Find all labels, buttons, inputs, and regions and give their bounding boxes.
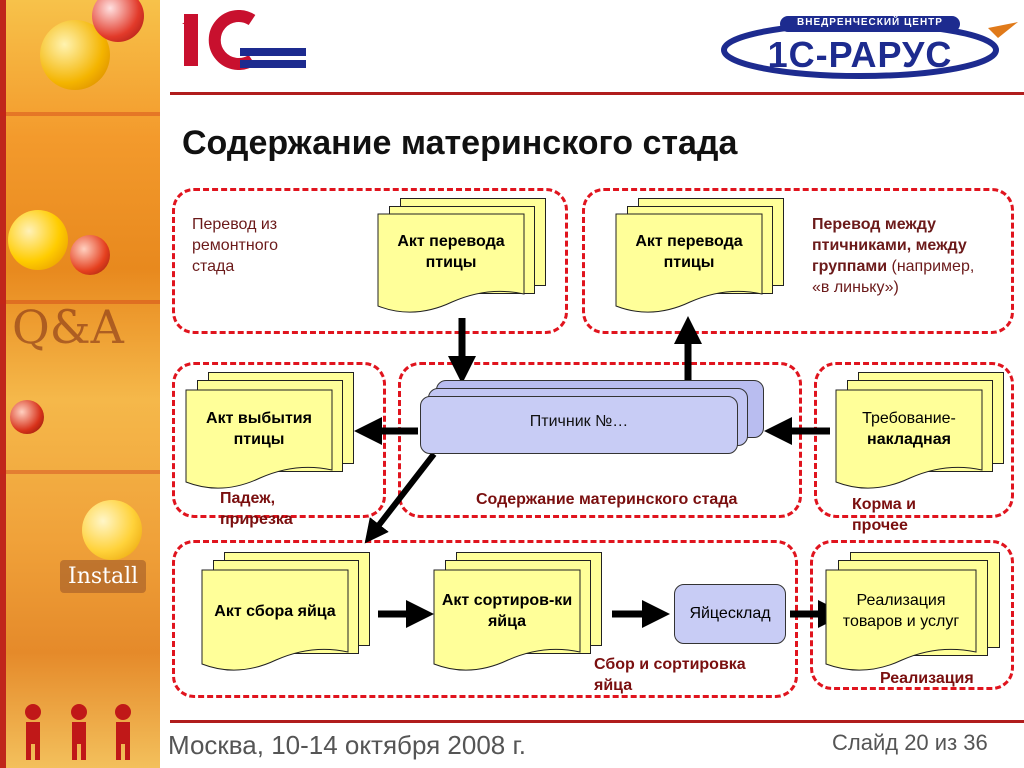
egg-warehouse-label: Яйцесклад — [689, 605, 771, 622]
slide-title: Содержание материнского стада — [182, 124, 738, 162]
group-top-right — [582, 188, 1014, 334]
doc-requisition: Требование- накладная — [835, 372, 1008, 492]
footer-slide-number: Слайд 20 из 36 — [832, 730, 988, 755]
doc-egg-sort-label: Акт сортиров-ки яйца — [441, 592, 573, 630]
doc-requisition-line1: Требование- — [862, 410, 956, 428]
1c-rarus-logo: ВНЕДРЕНЧЕСКИЙ ЦЕНТР 1С-РАРУС — [720, 8, 1020, 80]
doc-egg-collect: Акт сбора яйца — [201, 552, 378, 676]
footer-divider — [170, 720, 1024, 723]
caption-sales: Реализация — [880, 670, 974, 687]
doc-disposal-label: Акт выбытия птицы — [206, 410, 312, 448]
caption-mortality: Падеж, прирезка — [220, 490, 293, 529]
doc-transfer-top-right: Акт перевода птицы — [615, 198, 786, 318]
caption-feed-other: Корма и прочее — [852, 496, 916, 535]
group-mid-center — [398, 362, 802, 518]
caption-transfer-between-bold: Перевод между птичниками, между группами — [812, 216, 967, 276]
caption-herd-maintenance: Содержание материнского стада — [476, 491, 738, 508]
doc-transfer-top-left: Акт перевода птицы — [377, 198, 548, 318]
footer-location-date: Москва, 10-14 октября 2008 г. — [168, 730, 527, 760]
1c-logo-text: 1С — [180, 10, 181, 11]
group-mid-right — [814, 362, 1014, 518]
doc-egg-sort: Акт сортиров-ки яйца — [433, 552, 610, 676]
rarus-tagline: ВНЕДРЕНЧЕСКИЙ ЦЕНТР — [797, 17, 943, 28]
doc-sales-label: Реализация товаров и услуг — [842, 592, 960, 630]
doc-transfer-top-left-label: Акт перевода птицы — [397, 233, 505, 271]
caption-transfer-between: Перевод между птичниками, между группами… — [812, 214, 988, 298]
doc-requisition-label: Требование- накладная — [836, 390, 982, 470]
group-top-left — [172, 188, 568, 334]
rarus-brand: 1С-РАРУС — [767, 34, 953, 75]
hub-poultry-house-label: Птичник №… — [529, 413, 629, 430]
group-bottom-center — [172, 540, 798, 698]
1c-logo: 1С — [180, 10, 310, 70]
caption-transfer-from-repair: Перевод из ремонтного стада — [192, 216, 278, 276]
header-divider — [170, 92, 1024, 95]
decorative-side-strip: Q&A Install — [0, 0, 160, 768]
doc-egg-collect-label: Акт сбора яйца — [214, 602, 336, 620]
group-mid-left — [172, 362, 386, 518]
doc-sales: Реализация товаров и услуг — [825, 552, 1002, 676]
arrow-hub-to-bottom — [364, 452, 437, 544]
doc-disposal: Акт выбытия птицы — [185, 372, 358, 492]
caption-transfer-between-normal: (например, «в линьку») — [812, 258, 975, 297]
doc-transfer-top-right-label: Акт перевода птицы — [635, 233, 743, 271]
caption-egg-collect-sort: Сбор и сортировка яйца — [594, 656, 746, 695]
hub-poultry-house: Птичник №… — [420, 396, 738, 454]
doc-requisition-line2: накладная — [867, 431, 951, 448]
egg-warehouse: Яйцесклад — [674, 584, 786, 644]
